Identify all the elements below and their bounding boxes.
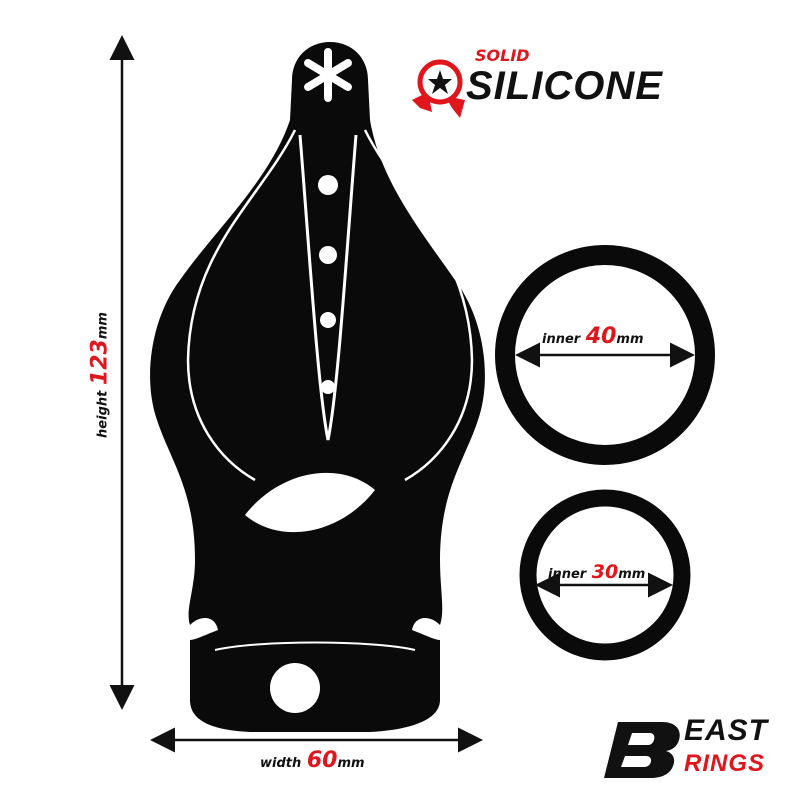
base-hole bbox=[270, 663, 320, 713]
award-badge-icon bbox=[412, 59, 465, 118]
height-label: height 123mm bbox=[88, 312, 113, 438]
ring-small-label-text: inner bbox=[548, 567, 587, 582]
ring-small bbox=[519, 489, 691, 661]
height-value: 123 bbox=[87, 339, 113, 386]
side-notch-right bbox=[412, 618, 440, 640]
stud-dot bbox=[318, 175, 338, 195]
width-label: width 60mm bbox=[260, 748, 365, 773]
stud-dot bbox=[319, 246, 337, 264]
ring-large-label: inner 40mm bbox=[542, 324, 644, 349]
stud-dot bbox=[321, 380, 335, 394]
badge-silicone-text: SILICONE bbox=[466, 64, 663, 108]
center-channel bbox=[298, 134, 358, 441]
stud-dot bbox=[320, 312, 336, 328]
base-curve bbox=[214, 641, 416, 651]
ring-large bbox=[495, 245, 715, 465]
brand-beast-text: EAST bbox=[684, 716, 768, 746]
product-silhouette bbox=[150, 42, 485, 732]
lens-hole bbox=[245, 472, 375, 533]
brand-line1: EAST bbox=[684, 714, 769, 747]
width-unit: mm bbox=[337, 756, 365, 771]
ring-small-unit: mm bbox=[618, 567, 646, 582]
ring-large-unit: mm bbox=[616, 332, 644, 347]
brand-rings-text: RINGS bbox=[684, 750, 766, 777]
width-label-text: width bbox=[260, 756, 302, 771]
side-notch-left bbox=[190, 618, 218, 640]
width-value: 60 bbox=[306, 748, 338, 773]
badge-solid-text: SOLID bbox=[475, 46, 530, 65]
ring-large-value: 40 bbox=[585, 324, 617, 349]
brand-logo-b-icon bbox=[604, 722, 680, 778]
contour-line-left bbox=[186, 129, 297, 482]
height-unit: mm bbox=[95, 312, 111, 340]
ring-large-label-text: inner bbox=[542, 332, 581, 347]
ring-small-value: 30 bbox=[591, 561, 619, 583]
asterisk-icon bbox=[304, 48, 352, 102]
ring-small-label: inner 30mm bbox=[548, 561, 645, 583]
contour-line-right bbox=[363, 129, 474, 482]
height-label-text: height bbox=[95, 390, 111, 438]
